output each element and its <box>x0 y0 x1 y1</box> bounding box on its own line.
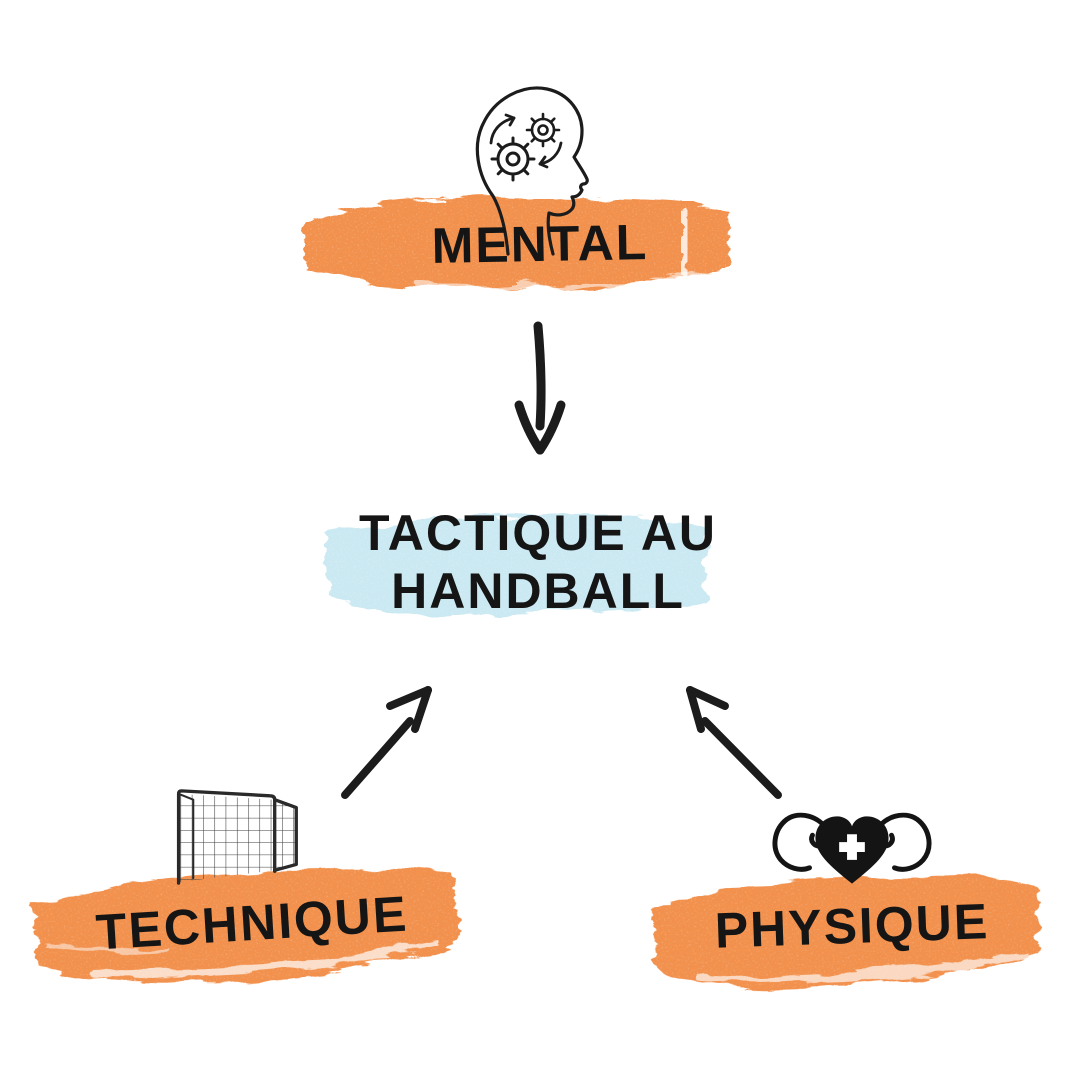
mind-gears-icon <box>466 82 606 257</box>
mental-label: MENTAL <box>431 214 649 274</box>
technique-highlight-stroke <box>24 831 467 1016</box>
center-highlight-stroke <box>318 492 713 632</box>
center-title-line1: TACTIQUE AU <box>358 505 718 561</box>
technique-label: TECHNIQUE <box>94 885 410 960</box>
arrow-physique-to-center <box>675 675 785 805</box>
arrow-mental-to-center <box>505 320 575 460</box>
center-title-line2: HANDBALL <box>391 563 685 619</box>
strong-heart-icon <box>768 808 936 894</box>
physique-label: PHYSIQUE <box>713 893 991 959</box>
handball-goal-icon <box>158 780 310 892</box>
center-title: TACTIQUE AU HANDBALL <box>318 492 758 632</box>
arrow-technique-to-center <box>330 675 440 805</box>
physique-highlight-stroke <box>642 843 1047 1015</box>
mental-highlight-stroke <box>296 172 736 312</box>
